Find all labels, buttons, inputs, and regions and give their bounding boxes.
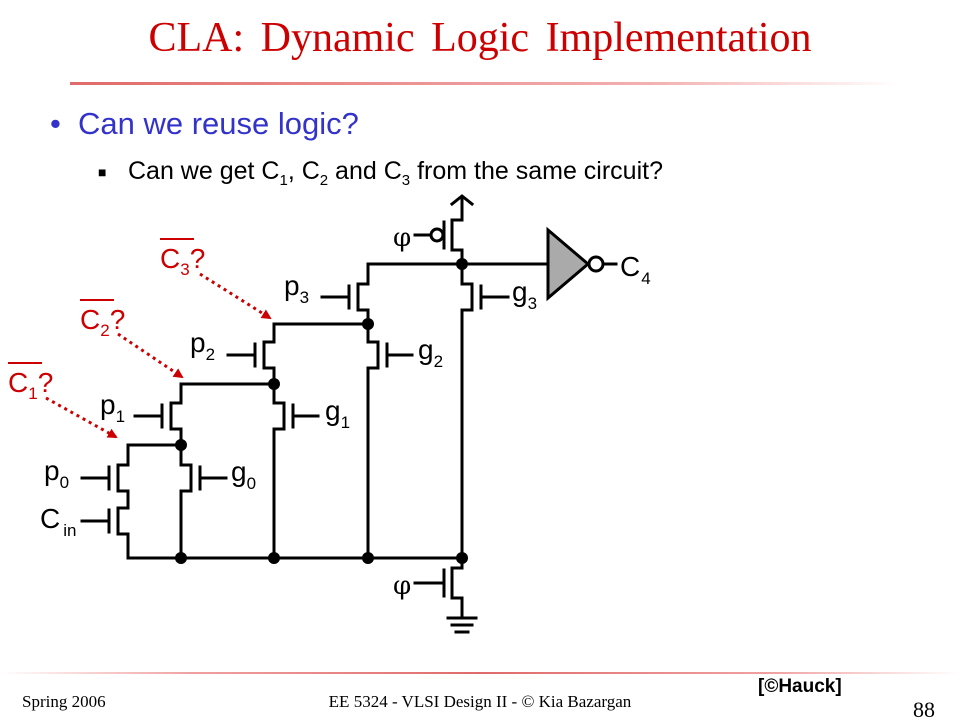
nmos-g0	[179, 463, 193, 493]
bullet-2-mid-2: and C	[328, 157, 402, 185]
bullet-2-prefix: Can we get C	[128, 157, 280, 185]
bullet-1-text: Can we reuse logic?	[78, 106, 359, 141]
label-g2: g2	[418, 334, 443, 371]
nmos-p2	[262, 340, 276, 370]
bullet-2-sub-2: 2	[319, 172, 329, 189]
bullet-2-sub-3: 3	[401, 172, 411, 189]
square-bullet-icon: ■	[98, 164, 107, 181]
label-g3: g3	[512, 276, 537, 313]
output-inverter-icon	[546, 226, 591, 302]
bullet-level-2: ■ Can we get C1, C2 and C3 from the same …	[98, 157, 663, 189]
bullet-2-sub-1: 1	[279, 172, 288, 189]
clock-bottom-label: φ	[393, 571, 411, 601]
label-p2: p2	[190, 327, 215, 364]
footer-rule	[0, 672, 960, 674]
clock-top-label: φ	[393, 223, 411, 253]
bullet-level-1: • Can we reuse logic?	[50, 106, 359, 142]
bullet-dot-icon: •	[50, 106, 61, 141]
label-p3: p3	[284, 270, 309, 307]
annotation-c1: C1?	[8, 367, 53, 403]
inverter-bubble-icon	[587, 255, 605, 273]
nmos-cin	[116, 506, 130, 536]
junction-dot	[362, 552, 374, 564]
junction-dot	[268, 378, 280, 390]
label-g1: g1	[325, 395, 350, 432]
junction-dot	[362, 318, 374, 330]
annotation-c2-arrow	[117, 332, 184, 379]
footer-course: EE 5324 - VLSI Design II - © Kia Bazarga…	[328, 692, 632, 711]
bullet-2-mid-1: , C	[287, 157, 320, 185]
junction-dot	[175, 552, 187, 564]
evaluate-nmos	[450, 566, 464, 600]
precharge-pmos	[450, 218, 464, 252]
nmos-p1	[169, 401, 183, 431]
annotation-c2: C2?	[80, 304, 125, 340]
nmos-g1	[272, 401, 286, 431]
footer-date: Spring 2006	[22, 692, 106, 711]
junction-dot	[268, 552, 280, 564]
precharge-gate-bubble-icon	[429, 227, 445, 243]
slide-title: CLA: Dynamic Logic Implementation	[148, 15, 812, 61]
annotation-c3: C3?	[160, 243, 205, 279]
junction-dot	[175, 439, 187, 451]
nmos-p3	[356, 282, 370, 312]
page-number: 88	[913, 697, 935, 722]
vdd-arrow-icon	[449, 194, 475, 207]
junction-dot	[456, 552, 468, 564]
label-p0: p0	[44, 455, 69, 492]
label-g0: g0	[231, 456, 256, 493]
bullet-2-suffix: from the same circuit?	[410, 157, 663, 185]
output-c4-label: C4	[620, 251, 651, 288]
nmos-p0	[116, 463, 130, 493]
annotation-c3-arrow	[199, 272, 272, 320]
nmos-g3	[460, 282, 474, 312]
title-underline	[70, 82, 900, 85]
nmos-g2	[366, 340, 380, 370]
footer-credit: [©Hauck]	[758, 676, 842, 697]
label-p1: p1	[100, 389, 125, 426]
junction-dot	[456, 258, 468, 270]
